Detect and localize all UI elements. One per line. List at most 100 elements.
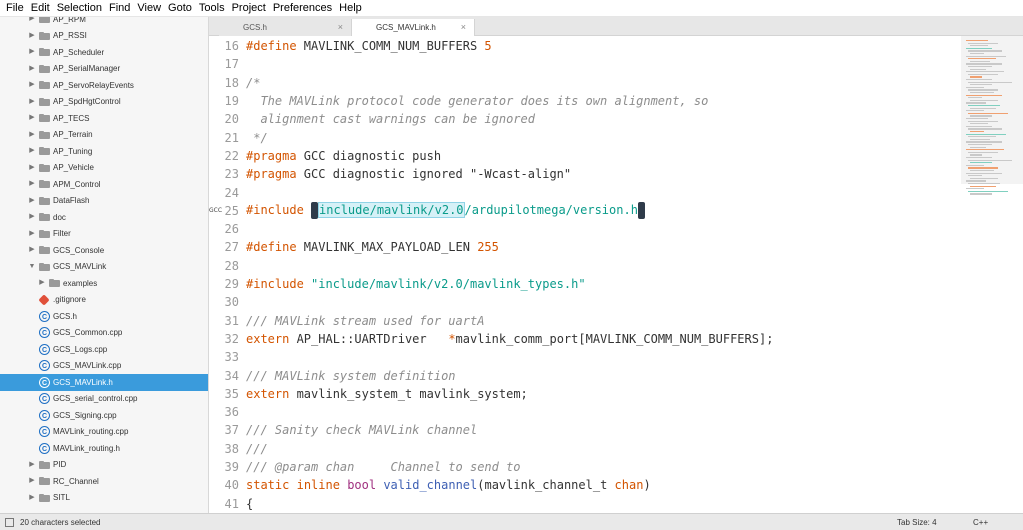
code-line[interactable]: 18/* xyxy=(209,74,961,92)
code-line[interactable]: 34/// MAVLink system definition xyxy=(209,366,961,384)
sidebar-item-ap-rssi[interactable]: ▶AP_RSSI xyxy=(0,28,208,45)
menu-goto[interactable]: Goto xyxy=(168,2,192,14)
chevron-right-icon[interactable]: ▶ xyxy=(29,163,35,171)
code-line[interactable]: 31/// MAVLink stream used for uartA xyxy=(209,312,961,330)
chevron-right-icon[interactable]: ▶ xyxy=(29,64,35,72)
chevron-right-icon[interactable]: ▶ xyxy=(29,97,35,105)
menu-project[interactable]: Project xyxy=(231,2,266,14)
chevron-right-icon[interactable]: ▶ xyxy=(29,196,35,204)
close-icon[interactable]: × xyxy=(337,22,343,32)
code-line[interactable]: 19 The MAVLink protocol code generator d… xyxy=(209,92,961,110)
sidebar-item-ap-rpm[interactable]: ▶AP_RPM xyxy=(0,17,208,28)
sidebar-item-ap-scheduler[interactable]: ▶AP_Scheduler xyxy=(0,44,208,61)
sidebar-item-pid[interactable]: ▶PID xyxy=(0,457,208,474)
chevron-right-icon[interactable]: ▶ xyxy=(29,147,35,155)
sidebar-item-filter[interactable]: ▶Filter xyxy=(0,226,208,243)
menu-selection[interactable]: Selection xyxy=(56,2,102,14)
sidebar-item-ap-terrain[interactable]: ▶AP_Terrain xyxy=(0,127,208,144)
minimap-line xyxy=(966,188,984,190)
menu-tools[interactable]: Tools xyxy=(198,2,225,14)
sidebar-item-apm-control[interactable]: ▶APM_Control xyxy=(0,176,208,193)
sidebar-item-doc[interactable]: ▶doc xyxy=(0,209,208,226)
chevron-right-icon[interactable]: ▶ xyxy=(29,81,35,89)
code-line[interactable]: 27#define MAVLINK_MAX_PAYLOAD_LEN 255 xyxy=(209,238,961,256)
code-line[interactable]: 26 xyxy=(209,220,961,238)
sidebar-item-gcs-console[interactable]: ▶GCS_Console xyxy=(0,242,208,259)
sidebar-item-rc-channel[interactable]: ▶RC_Channel xyxy=(0,473,208,490)
chevron-right-icon[interactable]: ▶ xyxy=(29,114,35,122)
chevron-right-icon[interactable]: ▶ xyxy=(29,31,35,39)
sidebar-item-ap-vehicle[interactable]: ▶AP_Vehicle xyxy=(0,160,208,177)
code-line[interactable]: 36 xyxy=(209,403,961,421)
chevron-right-icon[interactable]: ▶ xyxy=(29,48,35,56)
menu-preferences[interactable]: Preferences xyxy=(272,2,333,14)
tab-size-indicator[interactable]: Tab Size: 4 xyxy=(897,517,937,527)
chevron-right-icon[interactable]: ▶ xyxy=(39,279,45,287)
code-line[interactable]: 29#include "include/mavlink/v2.0/mavlink… xyxy=(209,275,961,293)
panel-toggle-icon[interactable] xyxy=(5,517,14,527)
tab-gcs-h[interactable]: GCS.h × xyxy=(219,19,351,36)
chevron-right-icon[interactable]: ▶ xyxy=(29,460,35,468)
code-line[interactable]: 30 xyxy=(209,293,961,311)
code-line[interactable]: 20 alignment cast warnings can be ignore… xyxy=(209,110,961,128)
code-line[interactable]: 39/// @param chan Channel to send to xyxy=(209,458,961,476)
chevron-right-icon[interactable]: ▶ xyxy=(29,229,35,237)
chevron-right-icon[interactable]: ▶ xyxy=(29,130,35,138)
menu-file[interactable]: File xyxy=(6,2,24,14)
line-number: 41 xyxy=(224,496,239,511)
minimap[interactable] xyxy=(961,36,1023,513)
code-line[interactable]: 21 */ xyxy=(209,129,961,147)
sidebar-item-ap-tecs[interactable]: ▶AP_TECS xyxy=(0,110,208,127)
code-line[interactable]: 33 xyxy=(209,348,961,366)
sidebar-item-examples[interactable]: ▶examples xyxy=(0,275,208,292)
code-line[interactable]: 24 xyxy=(209,183,961,201)
chevron-right-icon[interactable]: ▶ xyxy=(29,180,35,188)
code-line[interactable]: 28 xyxy=(209,257,961,275)
sidebar-item-ap-tuning[interactable]: ▶AP_Tuning xyxy=(0,143,208,160)
chevron-right-icon[interactable]: ▶ xyxy=(29,213,35,221)
sidebar-item-sitl[interactable]: ▶SITL xyxy=(0,490,208,507)
code-line[interactable]: 16#define MAVLINK_COMM_NUM_BUFFERS 5 xyxy=(209,37,961,55)
sidebar-item-dataflash[interactable]: ▶DataFlash xyxy=(0,193,208,210)
chevron-right-icon[interactable]: ▶ xyxy=(29,17,35,23)
menu-view[interactable]: View xyxy=(137,2,162,14)
code-line[interactable]: 17 xyxy=(209,55,961,73)
code-line[interactable]: 37/// Sanity check MAVLink channel xyxy=(209,421,961,439)
tab-gcs-mavlink-h[interactable]: GCS_MAVLink.h × xyxy=(351,19,475,36)
chevron-down-icon[interactable]: ▼ xyxy=(28,262,36,270)
close-icon[interactable]: × xyxy=(460,22,466,32)
code-line[interactable]: 41{ xyxy=(209,495,961,513)
menu-find[interactable]: Find xyxy=(108,2,131,14)
sidebar-item-ap-servorelayevents[interactable]: ▶AP_ServoRelayEvents xyxy=(0,77,208,94)
menu-help[interactable]: Help xyxy=(339,2,362,14)
syntax-indicator[interactable]: C++ xyxy=(973,517,989,527)
chevron-right-icon[interactable]: ▶ xyxy=(29,493,35,501)
minimap-line xyxy=(966,102,986,104)
sidebar-item-ap-serialmanager[interactable]: ▶AP_SerialManager xyxy=(0,61,208,78)
sidebar[interactable]: ▶AP_RPM▶AP_RSSI▶AP_Scheduler▶AP_SerialMa… xyxy=(0,17,209,513)
sidebar-item-gitignore[interactable]: .gitignore xyxy=(0,292,208,309)
minimap-viewport[interactable] xyxy=(961,36,1023,184)
sidebar-item-gcs-mavlink[interactable]: ▼GCS_MAVLink xyxy=(0,259,208,276)
code-line[interactable]: 22#pragma GCC diagnostic push xyxy=(209,147,961,165)
code-line[interactable]: 23#pragma GCC diagnostic ignored "-Wcast… xyxy=(209,165,961,183)
chevron-right-icon[interactable]: ▶ xyxy=(29,477,35,485)
sidebar-item-ap-spdhgtcontrol[interactable]: ▶AP_SpdHgtControl xyxy=(0,94,208,111)
chevron-right-icon[interactable]: ▶ xyxy=(29,246,35,254)
menu-edit[interactable]: Edit xyxy=(30,2,50,14)
code-line[interactable]: 38/// xyxy=(209,440,961,458)
